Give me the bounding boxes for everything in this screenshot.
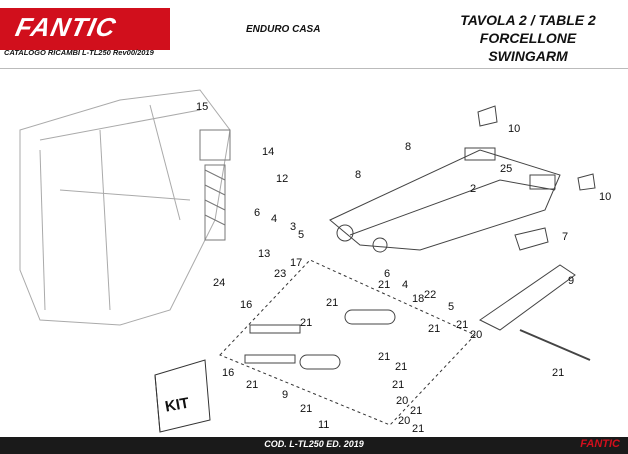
footer: COD. L-TL250 ED. 2019 FANTIC xyxy=(0,437,628,454)
kit-label: KIT xyxy=(164,395,191,416)
callout-22: 22 xyxy=(424,289,436,301)
callout-21: 21 xyxy=(412,423,424,435)
callout-2: 2 xyxy=(470,183,476,195)
footer-code: COD. L-TL250 ED. 2019 xyxy=(264,439,364,449)
table-title: TAVOLA 2 / TABLE 2 xyxy=(460,12,596,28)
callout-21: 21 xyxy=(378,351,390,363)
brand-logo: FANTIC xyxy=(12,12,120,42)
callout-21: 21 xyxy=(300,403,312,415)
callout-23: 23 xyxy=(274,268,286,280)
callout-20: 20 xyxy=(398,415,410,427)
callout-21: 21 xyxy=(552,367,564,379)
brand-logo-background xyxy=(0,8,170,50)
frame-drawing xyxy=(19,89,596,426)
footer-brand-logo: FANTIC xyxy=(580,438,620,450)
callout-10: 10 xyxy=(599,191,611,203)
header-divider xyxy=(0,68,628,69)
callout-5: 5 xyxy=(448,301,454,313)
callout-9: 9 xyxy=(568,275,574,287)
callout-17: 17 xyxy=(290,257,302,269)
callout-20: 20 xyxy=(470,329,482,341)
callout-9: 9 xyxy=(282,389,288,401)
callout-21: 21 xyxy=(300,317,312,329)
kit-box: KIT xyxy=(154,359,211,433)
callout-6: 6 xyxy=(384,268,390,280)
callout-4: 4 xyxy=(271,213,277,225)
callout-21: 21 xyxy=(326,297,338,309)
callout-3: 3 xyxy=(290,221,296,233)
callout-10: 10 xyxy=(508,123,520,135)
callout-21: 21 xyxy=(410,405,422,417)
callout-5: 5 xyxy=(298,229,304,241)
table-subtitle-it: FORCELLONE xyxy=(479,30,577,46)
callout-15: 15 xyxy=(196,101,208,113)
callout-12: 12 xyxy=(276,173,288,185)
callout-16: 16 xyxy=(240,299,252,311)
callout-21: 21 xyxy=(378,279,390,291)
callout-6: 6 xyxy=(254,207,260,219)
callout-24: 24 xyxy=(213,277,225,289)
callout-8: 8 xyxy=(355,169,361,181)
callout-14: 14 xyxy=(262,146,274,158)
callout-21: 21 xyxy=(392,379,404,391)
callout-21: 21 xyxy=(246,379,258,391)
callout-11: 11 xyxy=(318,419,329,431)
catalog-label: CATALOGO RICAMBI L-TL250 Rev00/2019 xyxy=(4,48,154,57)
callout-21: 21 xyxy=(456,319,468,331)
callout-16: 16 xyxy=(222,367,234,379)
model-label: ENDURO CASA xyxy=(246,24,321,35)
callout-8: 8 xyxy=(405,141,411,153)
callout-4: 4 xyxy=(402,279,408,291)
callout-21: 21 xyxy=(428,323,440,335)
callout-7: 7 xyxy=(562,231,568,243)
callout-25: 25 xyxy=(500,163,512,175)
callout-13: 13 xyxy=(258,248,270,260)
callout-20: 20 xyxy=(396,395,408,407)
header: FANTIC CATALOGO RICAMBI L-TL250 Rev00/20… xyxy=(0,0,628,70)
callout-18: 18 xyxy=(412,293,424,305)
table-subtitle-en: SWINGARM xyxy=(488,48,568,64)
callout-21: 21 xyxy=(395,361,407,373)
